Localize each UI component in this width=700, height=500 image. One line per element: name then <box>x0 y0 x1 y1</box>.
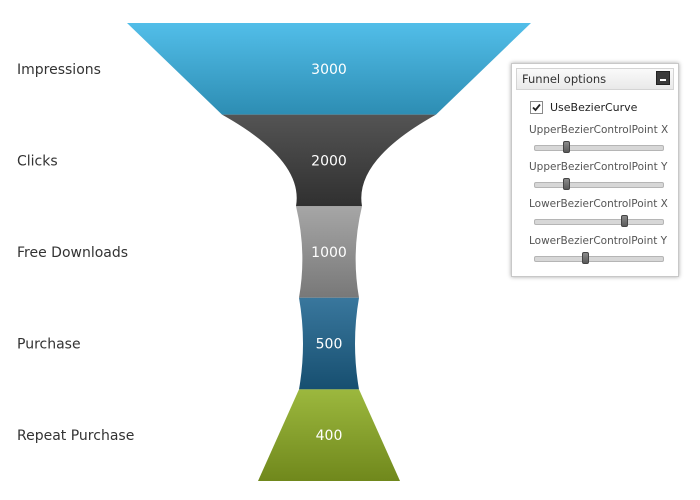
options-title: Funnel options <box>522 72 607 86</box>
lower-y-label: LowerBezierControlPoint Y <box>529 235 668 247</box>
lower-x-label: LowerBezierControlPoint X <box>529 198 668 210</box>
funnel-segment-4 <box>299 297 359 390</box>
minimize-icon <box>660 79 666 81</box>
slider-thumb[interactable] <box>582 252 590 264</box>
lower-y-slider[interactable] <box>534 252 664 264</box>
value-label: 500 <box>316 337 343 353</box>
upper-x-slider[interactable] <box>534 141 664 153</box>
slider-thumb[interactable] <box>563 141 570 153</box>
slider-thumb[interactable] <box>563 178 570 190</box>
funnel-segment-2 <box>222 114 436 207</box>
slider-thumb[interactable] <box>620 215 628 227</box>
funnel-segment-1 <box>127 23 531 115</box>
category-label: Free Downloads <box>17 245 128 261</box>
use-bezier-label: UseBezierCurve <box>550 101 638 114</box>
category-label: Impressions <box>17 62 101 78</box>
funnel-options-panel: Funnel options UseBezierCurve UpperBezie… <box>511 63 679 277</box>
category-label: Clicks <box>17 153 58 169</box>
funnel-segment-5 <box>258 389 400 481</box>
upper-y-label: UpperBezierControlPoint Y <box>529 161 668 173</box>
upper-y-slider[interactable] <box>534 178 664 190</box>
use-bezier-checkbox[interactable] <box>530 101 543 114</box>
options-header: Funnel options <box>516 68 674 90</box>
category-label: Purchase <box>17 337 81 353</box>
lower-x-slider[interactable] <box>534 215 664 227</box>
funnel-segment-3 <box>296 206 362 298</box>
value-label: 400 <box>316 428 343 444</box>
checkmark-icon <box>532 103 541 112</box>
collapse-button[interactable] <box>656 71 670 85</box>
category-label: Repeat Purchase <box>17 428 134 444</box>
upper-x-label: UpperBezierControlPoint X <box>529 124 669 136</box>
value-label: 3000 <box>311 62 347 78</box>
value-label: 2000 <box>311 153 347 169</box>
value-label: 1000 <box>311 245 347 261</box>
